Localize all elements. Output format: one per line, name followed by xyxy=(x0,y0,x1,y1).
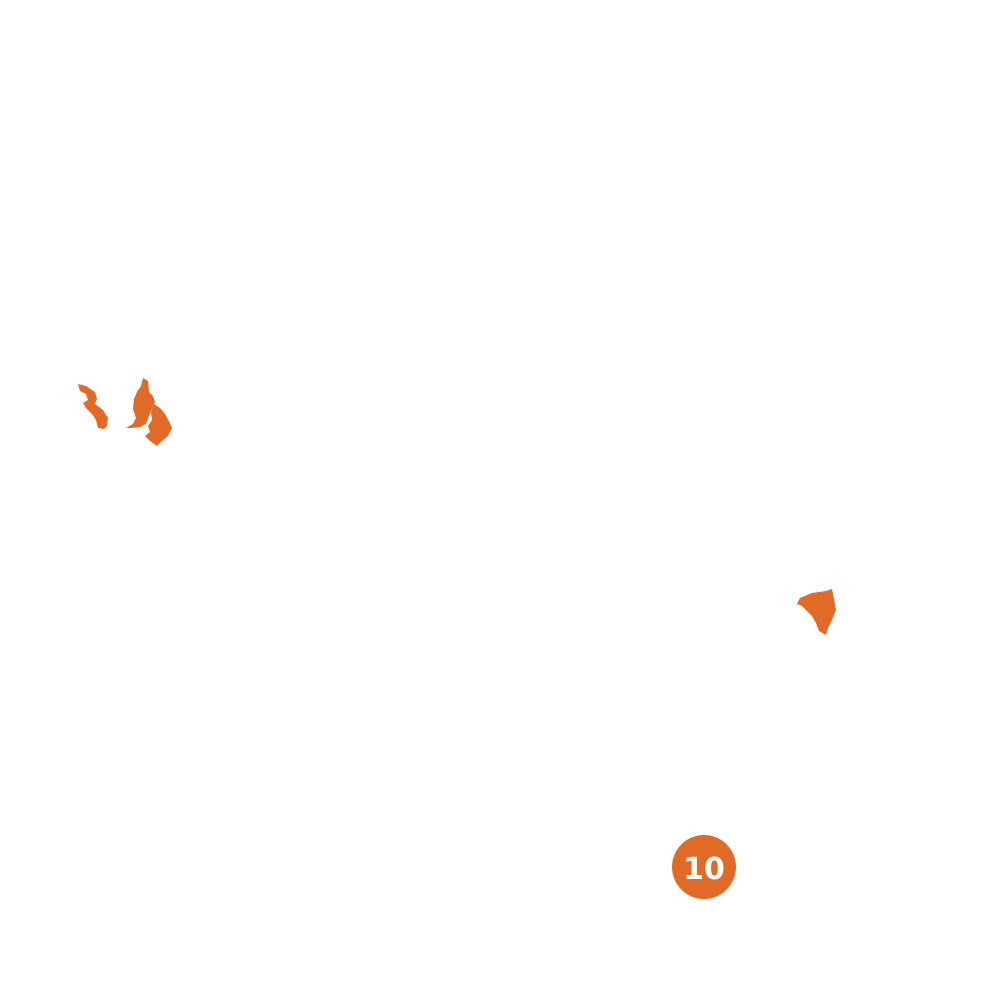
badge-number: 10 xyxy=(683,852,725,887)
map-region-east xyxy=(797,589,836,635)
map-region-west-a xyxy=(78,384,108,429)
map-region-west-b xyxy=(126,378,155,428)
map-region-west-c xyxy=(145,404,172,446)
number-badge: 10 xyxy=(672,835,736,899)
badge-circle xyxy=(672,835,736,899)
